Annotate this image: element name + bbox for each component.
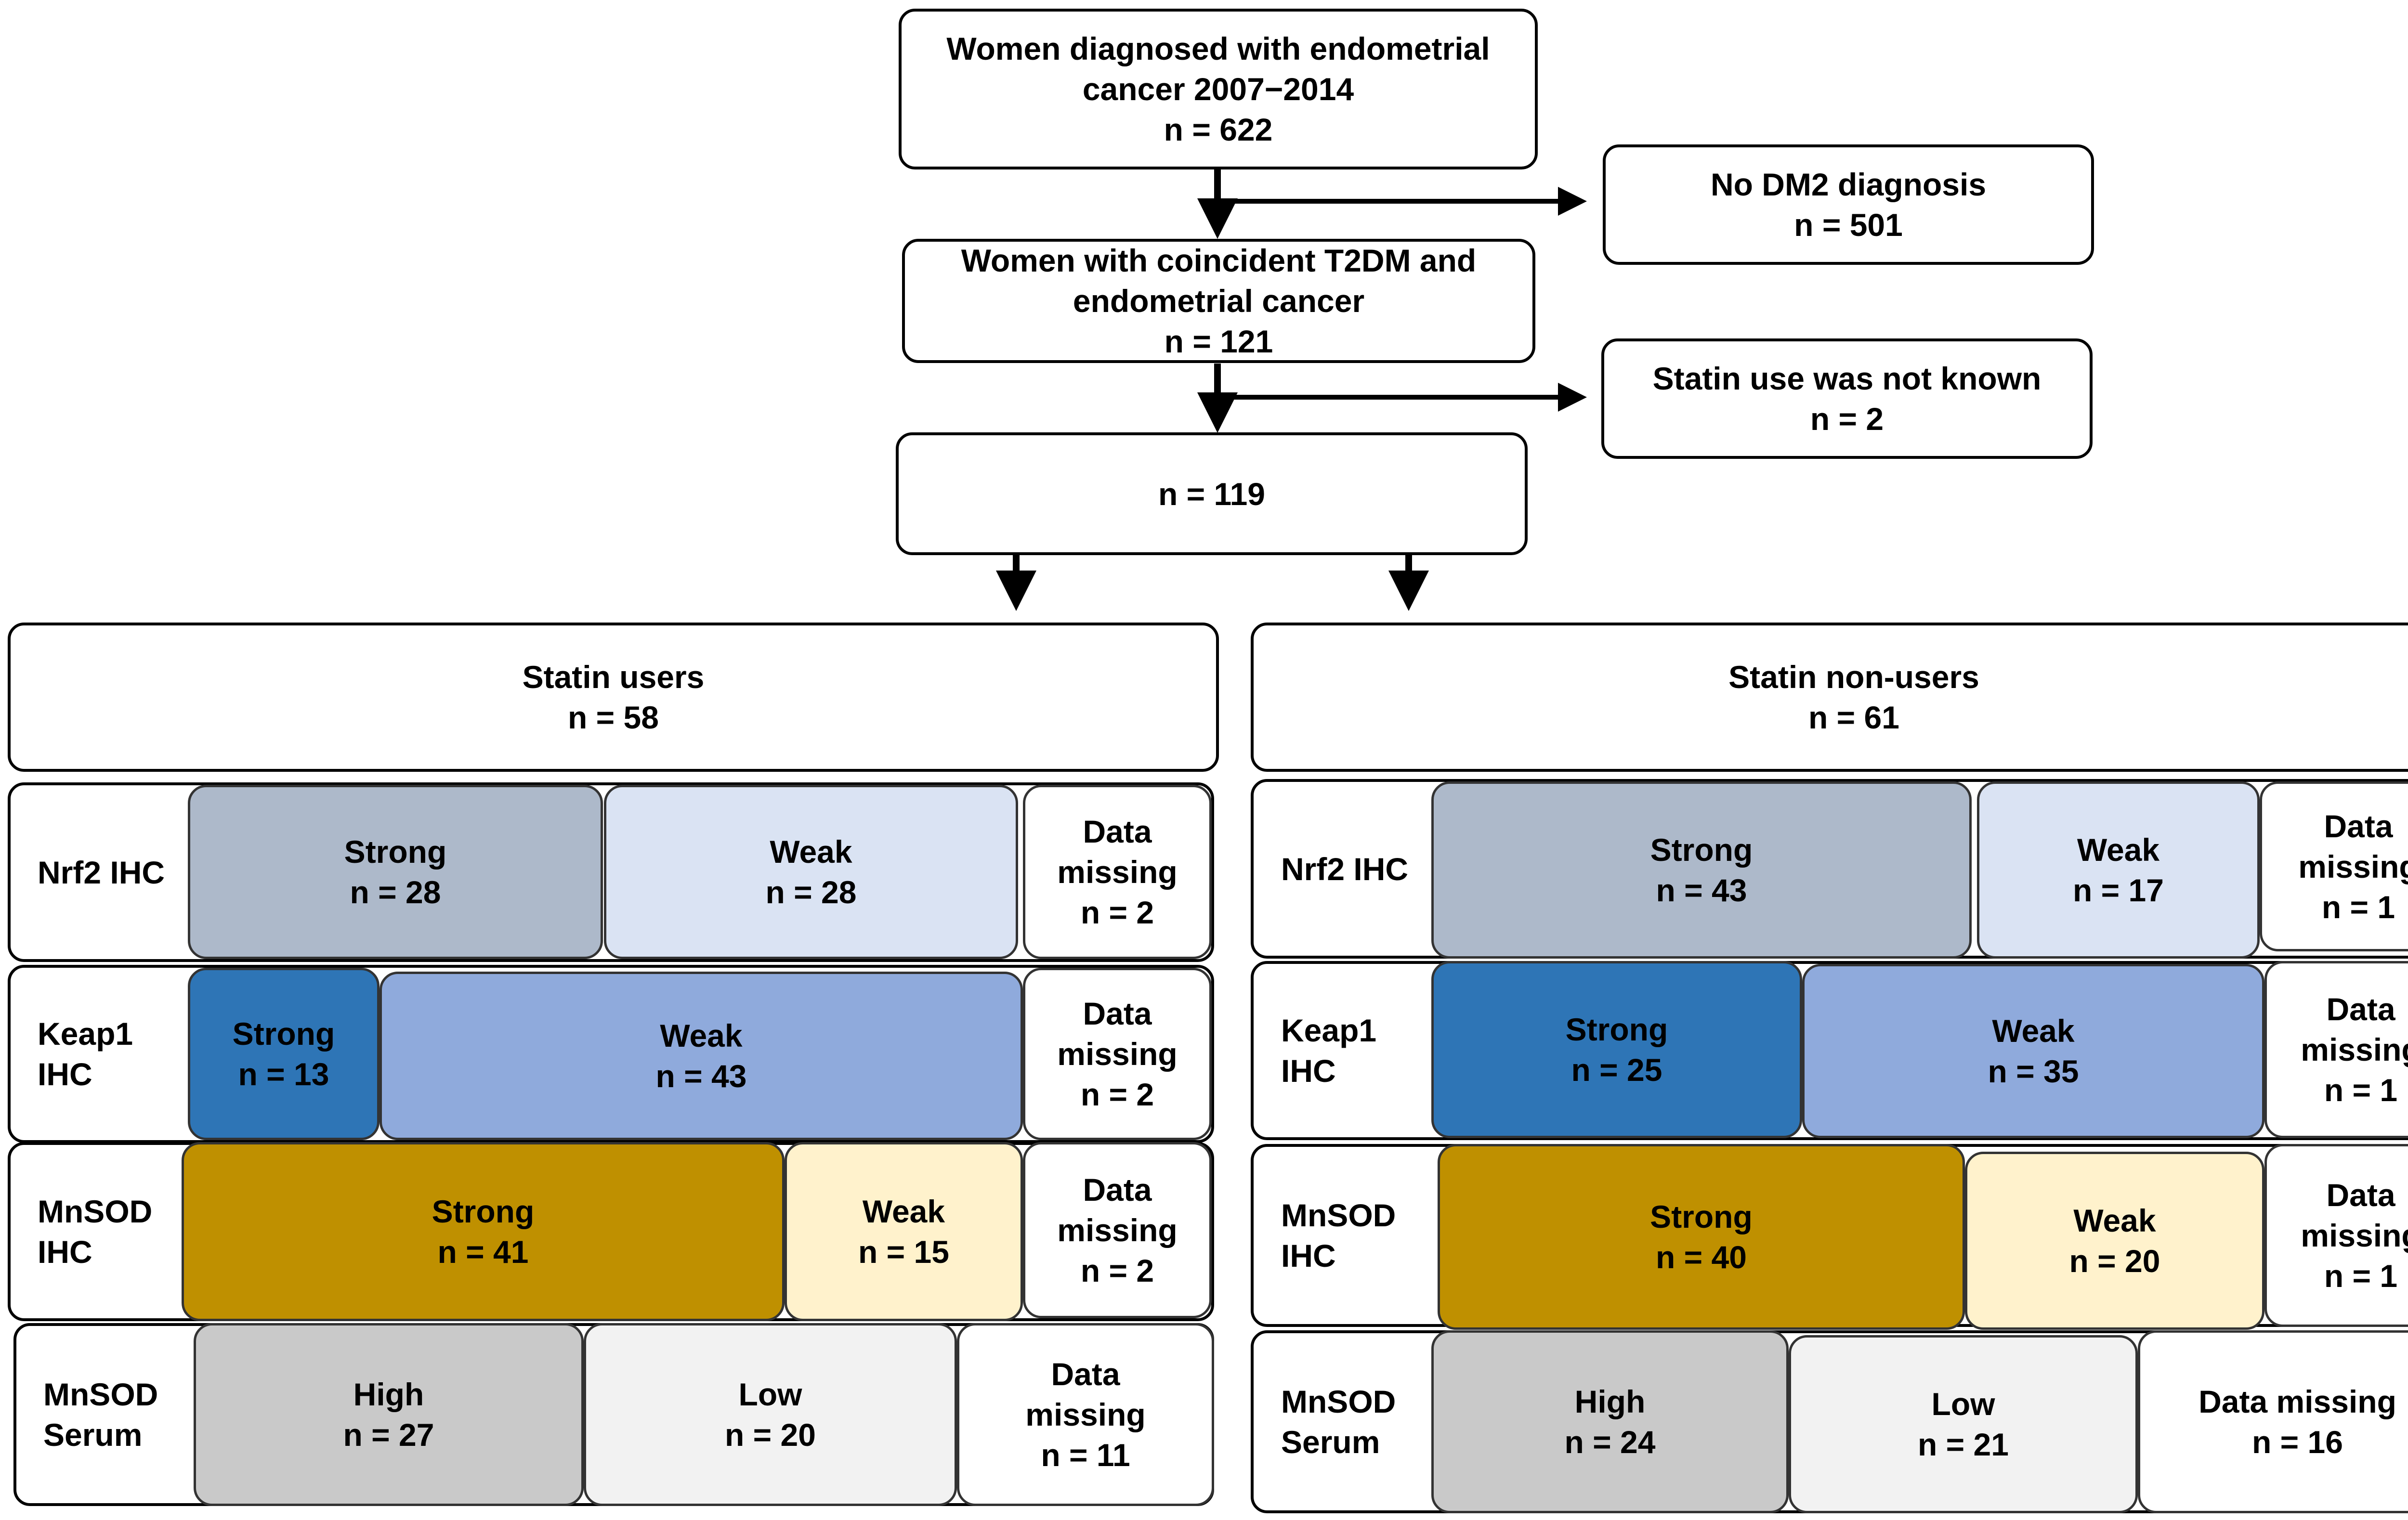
- cohort-all-line1: Women diagnosed with endometrial: [946, 31, 1490, 66]
- cohort-all-line2: cancer 2007−2014: [1082, 71, 1354, 107]
- left-nrf2-label: Nrf2 IHC: [38, 854, 165, 890]
- exclusion-statin-unknown-count: n = 2: [1810, 401, 1884, 437]
- right-nrf2-label: Nrf2 IHC: [1281, 851, 1409, 887]
- cohort-t2dm-line1: Women with coincident T2DM and: [961, 243, 1477, 278]
- exclusion-statin-unknown-label: Statin use was not known: [1652, 361, 2042, 396]
- statin-nonusers-title: Statin non-users: [1728, 659, 1979, 695]
- exclusion-no-dm2-label: No DM2 diagnosis: [1710, 167, 1987, 202]
- exclusion-no-dm2-count: n = 501: [1794, 207, 1903, 243]
- cohort-final-count: n = 119: [1158, 476, 1265, 512]
- statin-users-header: Statin users n = 58: [8, 623, 1219, 772]
- statin-users-title: Statin users: [522, 659, 705, 695]
- cohort-all-count: n = 622: [1164, 112, 1273, 147]
- cohort-t2dm-line2: endometrial cancer: [1073, 283, 1365, 319]
- cohort-t2dm-count: n = 121: [1164, 324, 1273, 359]
- cohort-t2dm-box: Women with coincident T2DM and endometri…: [902, 239, 1535, 363]
- statin-nonusers-count: n = 61: [1808, 700, 1899, 735]
- cohort-all-box: Women diagnosed with endometrial cancer …: [899, 9, 1538, 169]
- exclusion-statin-unknown-box: Statin use was not known n = 2: [1601, 338, 2093, 459]
- exclusion-no-dm2-box: No DM2 diagnosis n = 501: [1603, 144, 2094, 265]
- statin-users-count: n = 58: [568, 700, 659, 735]
- cohort-final-box: n = 119: [896, 432, 1528, 555]
- statin-nonusers-header: Statin non-users n = 61: [1251, 623, 2408, 772]
